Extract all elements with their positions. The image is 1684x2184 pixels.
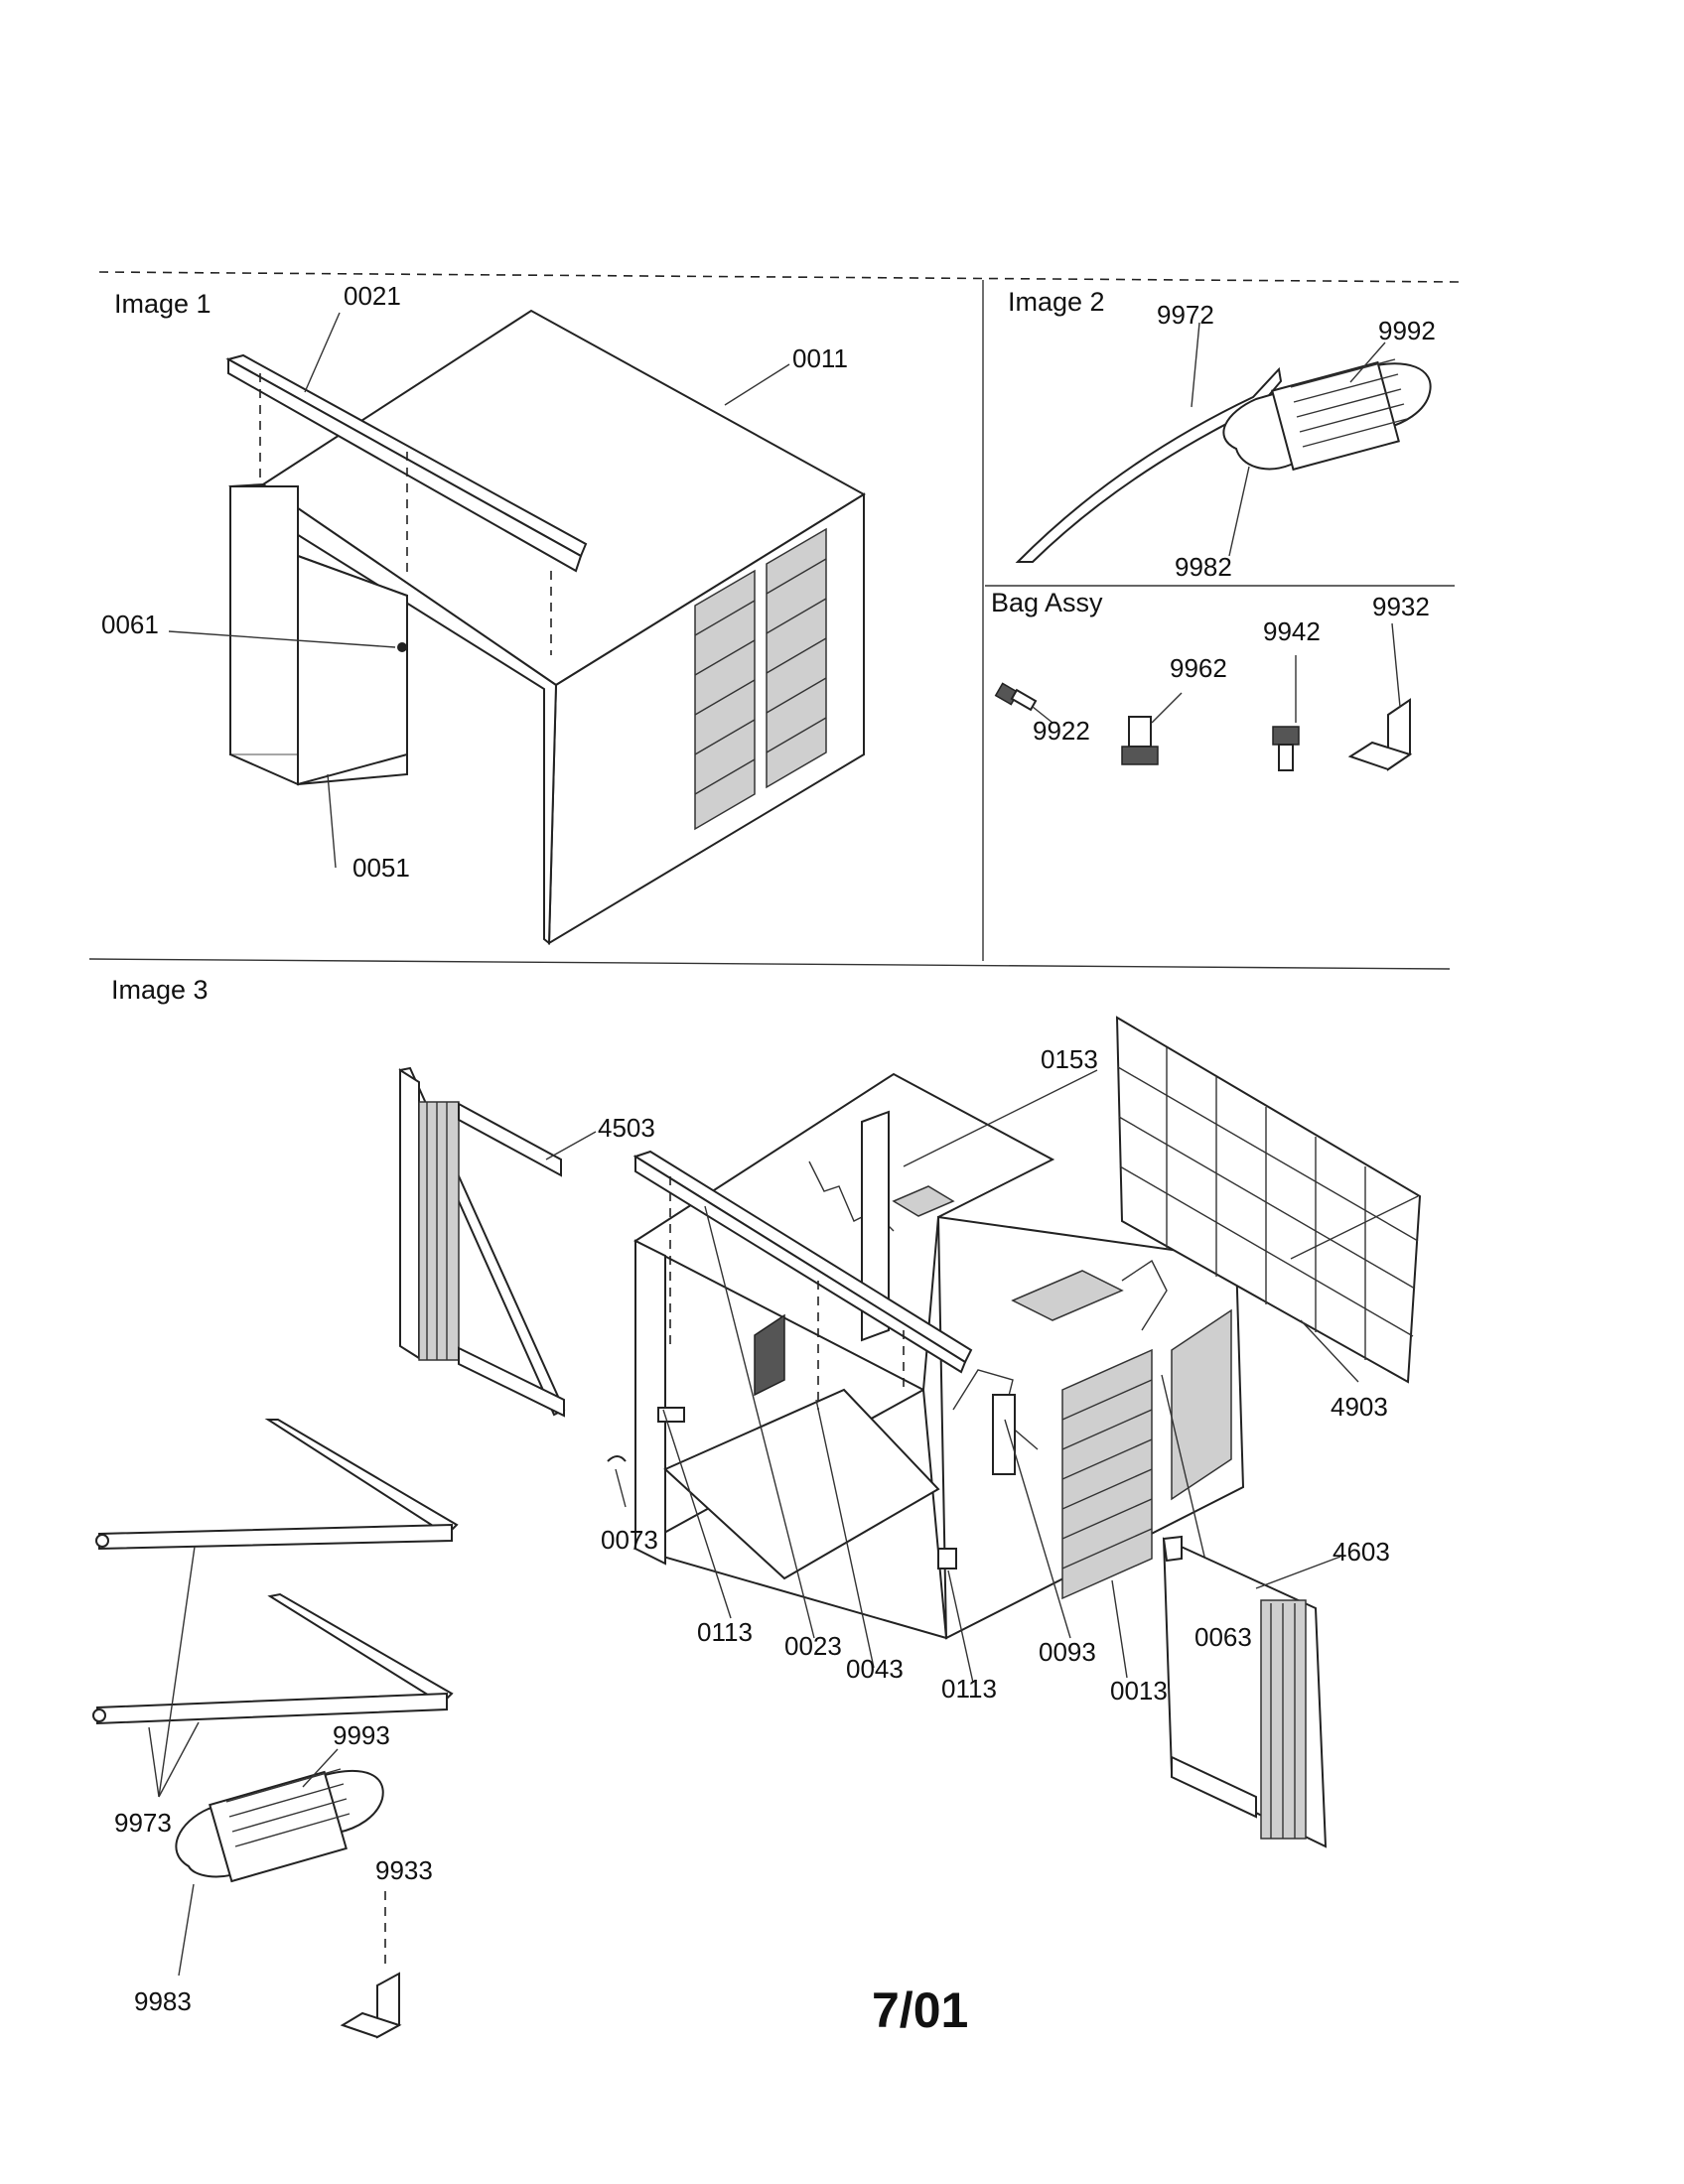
image3-support-arms-9973 xyxy=(92,1419,459,1798)
callout-9982: 9982 xyxy=(1175,552,1232,582)
bag-assy-hardware xyxy=(994,622,1413,771)
callout-9942: 9942 xyxy=(1263,616,1321,646)
image2-seal-drawing xyxy=(1222,341,1432,557)
callout-9922: 9922 xyxy=(1033,716,1090,746)
callout-0013: 0013 xyxy=(1110,1676,1168,1706)
callout-9983: 9983 xyxy=(134,1986,192,2016)
image3-seal-9983 xyxy=(175,1748,384,1977)
callout-9993: 9993 xyxy=(333,1720,390,1750)
callout-0113-left: 0113 xyxy=(697,1617,753,1647)
image3-left-side-curtain xyxy=(398,1066,597,1418)
callout-0021: 0021 xyxy=(344,281,401,311)
callout-9992: 9992 xyxy=(1378,316,1436,345)
panel-title-bag-assy: Bag Assy xyxy=(991,588,1103,617)
callout-4903: 4903 xyxy=(1331,1392,1388,1422)
image3-grille-lines xyxy=(1061,1379,1153,1570)
callout-9973: 9973 xyxy=(114,1808,172,1838)
revision-date: 7/01 xyxy=(872,1982,968,2038)
image3-rear-grille-4903 xyxy=(1115,1016,1422,1384)
callout-9932: 9932 xyxy=(1372,592,1430,621)
panel-title-image3: Image 3 xyxy=(111,975,209,1005)
callout-0011: 0011 xyxy=(792,343,848,373)
panel-titles: Image 1 Image 2 Bag Assy Image 3 xyxy=(111,287,1105,1005)
image3-bracket-9933 xyxy=(340,1891,402,2039)
callout-0093: 0093 xyxy=(1039,1637,1096,1667)
callout-4503: 4503 xyxy=(598,1113,655,1143)
image3-main-chassis xyxy=(607,1069,1245,1684)
image1-cabinet-drawing xyxy=(168,309,866,946)
image3-right-side-curtain-4603 xyxy=(1162,1535,1341,1848)
callout-9933: 9933 xyxy=(375,1855,433,1885)
callout-0043: 0043 xyxy=(846,1654,904,1684)
callout-0073: 0073 xyxy=(601,1525,658,1555)
callout-0153: 0153 xyxy=(1041,1044,1098,1074)
callout-9962: 9962 xyxy=(1170,653,1227,683)
panel-dividers xyxy=(88,271,1461,970)
panel-title-image2: Image 2 xyxy=(1008,287,1105,317)
part-callouts: 0021 0011 0061 0051 9972 9992 9982 9942 … xyxy=(101,281,1436,2016)
callout-0023: 0023 xyxy=(784,1631,842,1661)
callout-4603: 4603 xyxy=(1333,1537,1390,1567)
callout-0113-right: 0113 xyxy=(941,1674,997,1704)
callout-9972: 9972 xyxy=(1157,300,1214,330)
callout-0061: 0061 xyxy=(101,610,159,639)
image2-bracket-drawing xyxy=(1015,322,1283,563)
callout-0063: 0063 xyxy=(1194,1622,1252,1652)
panel-title-image1: Image 1 xyxy=(114,289,211,319)
callout-0051: 0051 xyxy=(352,853,410,883)
image1-grille-lines xyxy=(694,558,827,795)
